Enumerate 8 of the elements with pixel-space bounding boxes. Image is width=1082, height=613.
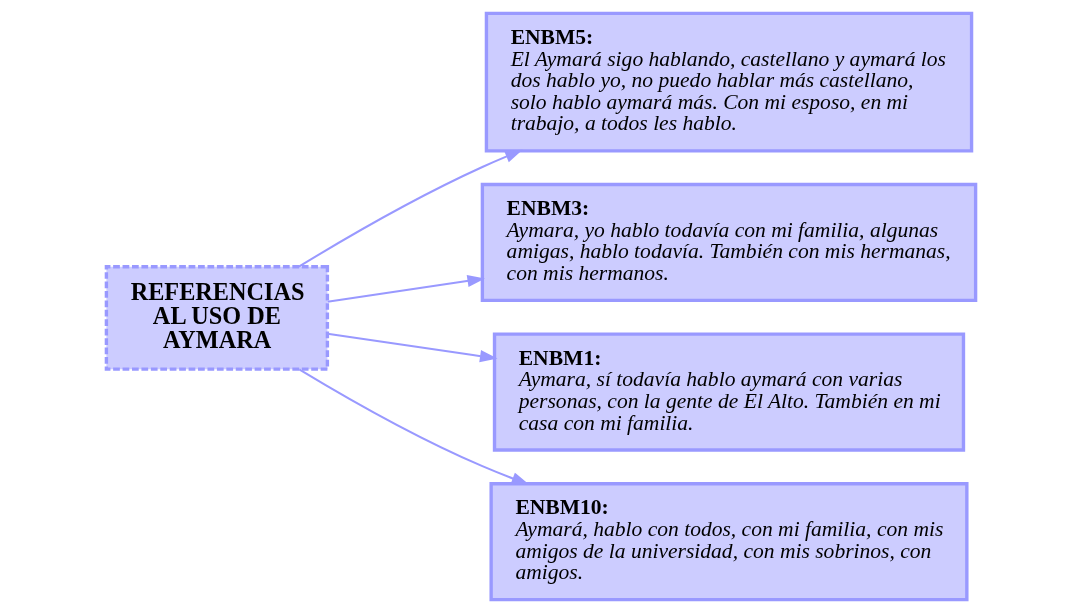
node-box: REFERENCIAS AL USO DE AYMARA: [104, 265, 330, 371]
node-box: ENBM5: El Aymará sigo hablando, castellano y aymará los dos hablo yo, no puedo hablar más castellano, solo hablo aymará más. Con mi esposo, en mi trabajo, a todos les hablo.: [484, 11, 974, 153]
node-box: ENBM1: Aymara, sí todavía hablo aymará con varias personas, con la gente de El Alto. También en mi casa con mi familia.: [492, 332, 966, 452]
node-box: ENBM10: Aymará, hablo con todos, con mi familia, con mis amigos de la universidad, con mis sobrinos, con amigos.: [489, 482, 969, 602]
arrow: [327, 274, 485, 303]
arrow: [327, 332, 498, 363]
node-box: ENBM3: Aymara, yo hablo todavía con mi familia, algunas amigas, hablo todavía. También con mis hermanas, con mis hermanos.: [480, 182, 978, 303]
arrow: [298, 149, 523, 268]
